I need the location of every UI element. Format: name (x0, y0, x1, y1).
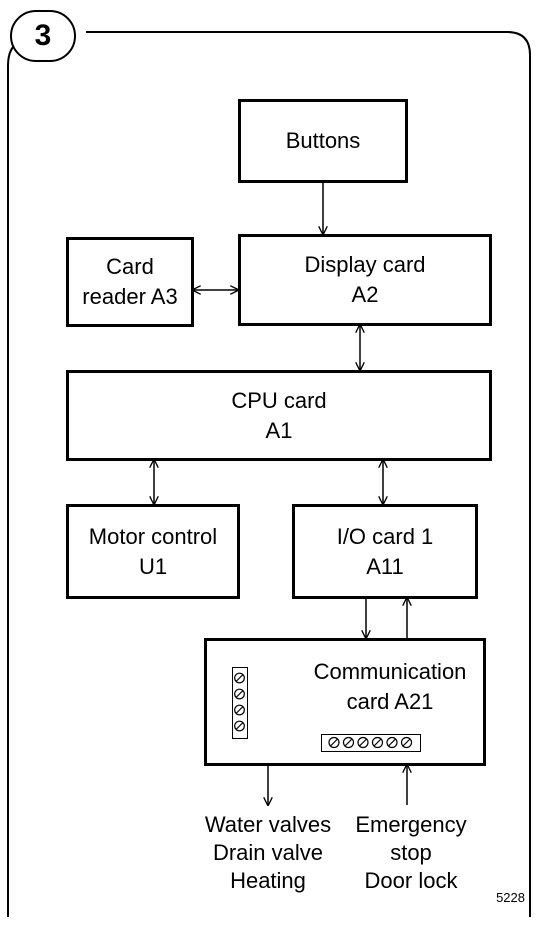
input-emergency: Emergency (355, 812, 467, 837)
step-number: 3 (34, 19, 52, 52)
inputs-label: Emergency stop Door lock (336, 811, 486, 895)
motor-control-label-line2: U1 (138, 553, 168, 579)
display-card-label-line2: A2 (351, 282, 379, 307)
input-stop: stop (390, 840, 432, 865)
horizontal-terminal-screws (328, 736, 413, 749)
buttons-block: Buttons (238, 99, 408, 183)
display-card-label-line1: Display card (304, 252, 426, 277)
io-card-block: I/O card 1 A11 (292, 504, 478, 599)
output-drain-valve: Drain valve (212, 840, 324, 865)
cpu-card-block: CPU card A1 (66, 370, 492, 461)
display-card-block: Display card A2 (238, 234, 492, 326)
motor-control-block: Motor control U1 (66, 504, 240, 599)
io-card-label-line2: A11 (366, 553, 404, 579)
vertical-terminal-block (232, 667, 248, 739)
outputs-label: Water valves Drain valve Heating (168, 811, 368, 895)
communication-card-label-line1: Communication (313, 659, 467, 684)
output-heating: Heating (230, 868, 306, 893)
motor-control-label-line1: Motor control (88, 523, 218, 549)
horizontal-terminal-block (321, 734, 421, 752)
step-number-badge: 3 (10, 10, 76, 62)
input-door-lock: Door lock (364, 868, 458, 893)
vertical-terminal-screws (234, 672, 245, 732)
card-reader-label-line1: Card (106, 254, 154, 279)
communication-card-label-line2: card A21 (346, 689, 434, 714)
figure-number: 5228 (496, 890, 525, 905)
card-reader-block: Card reader A3 (66, 237, 194, 327)
output-water-valves: Water valves (204, 812, 332, 837)
buttons-label: Buttons (285, 128, 361, 153)
card-reader-label-line2: reader A3 (82, 284, 178, 309)
cpu-card-label-line1: CPU card (231, 387, 327, 413)
cpu-card-label-line2: A1 (265, 417, 293, 443)
io-card-label-line1: I/O card 1 (336, 523, 434, 549)
